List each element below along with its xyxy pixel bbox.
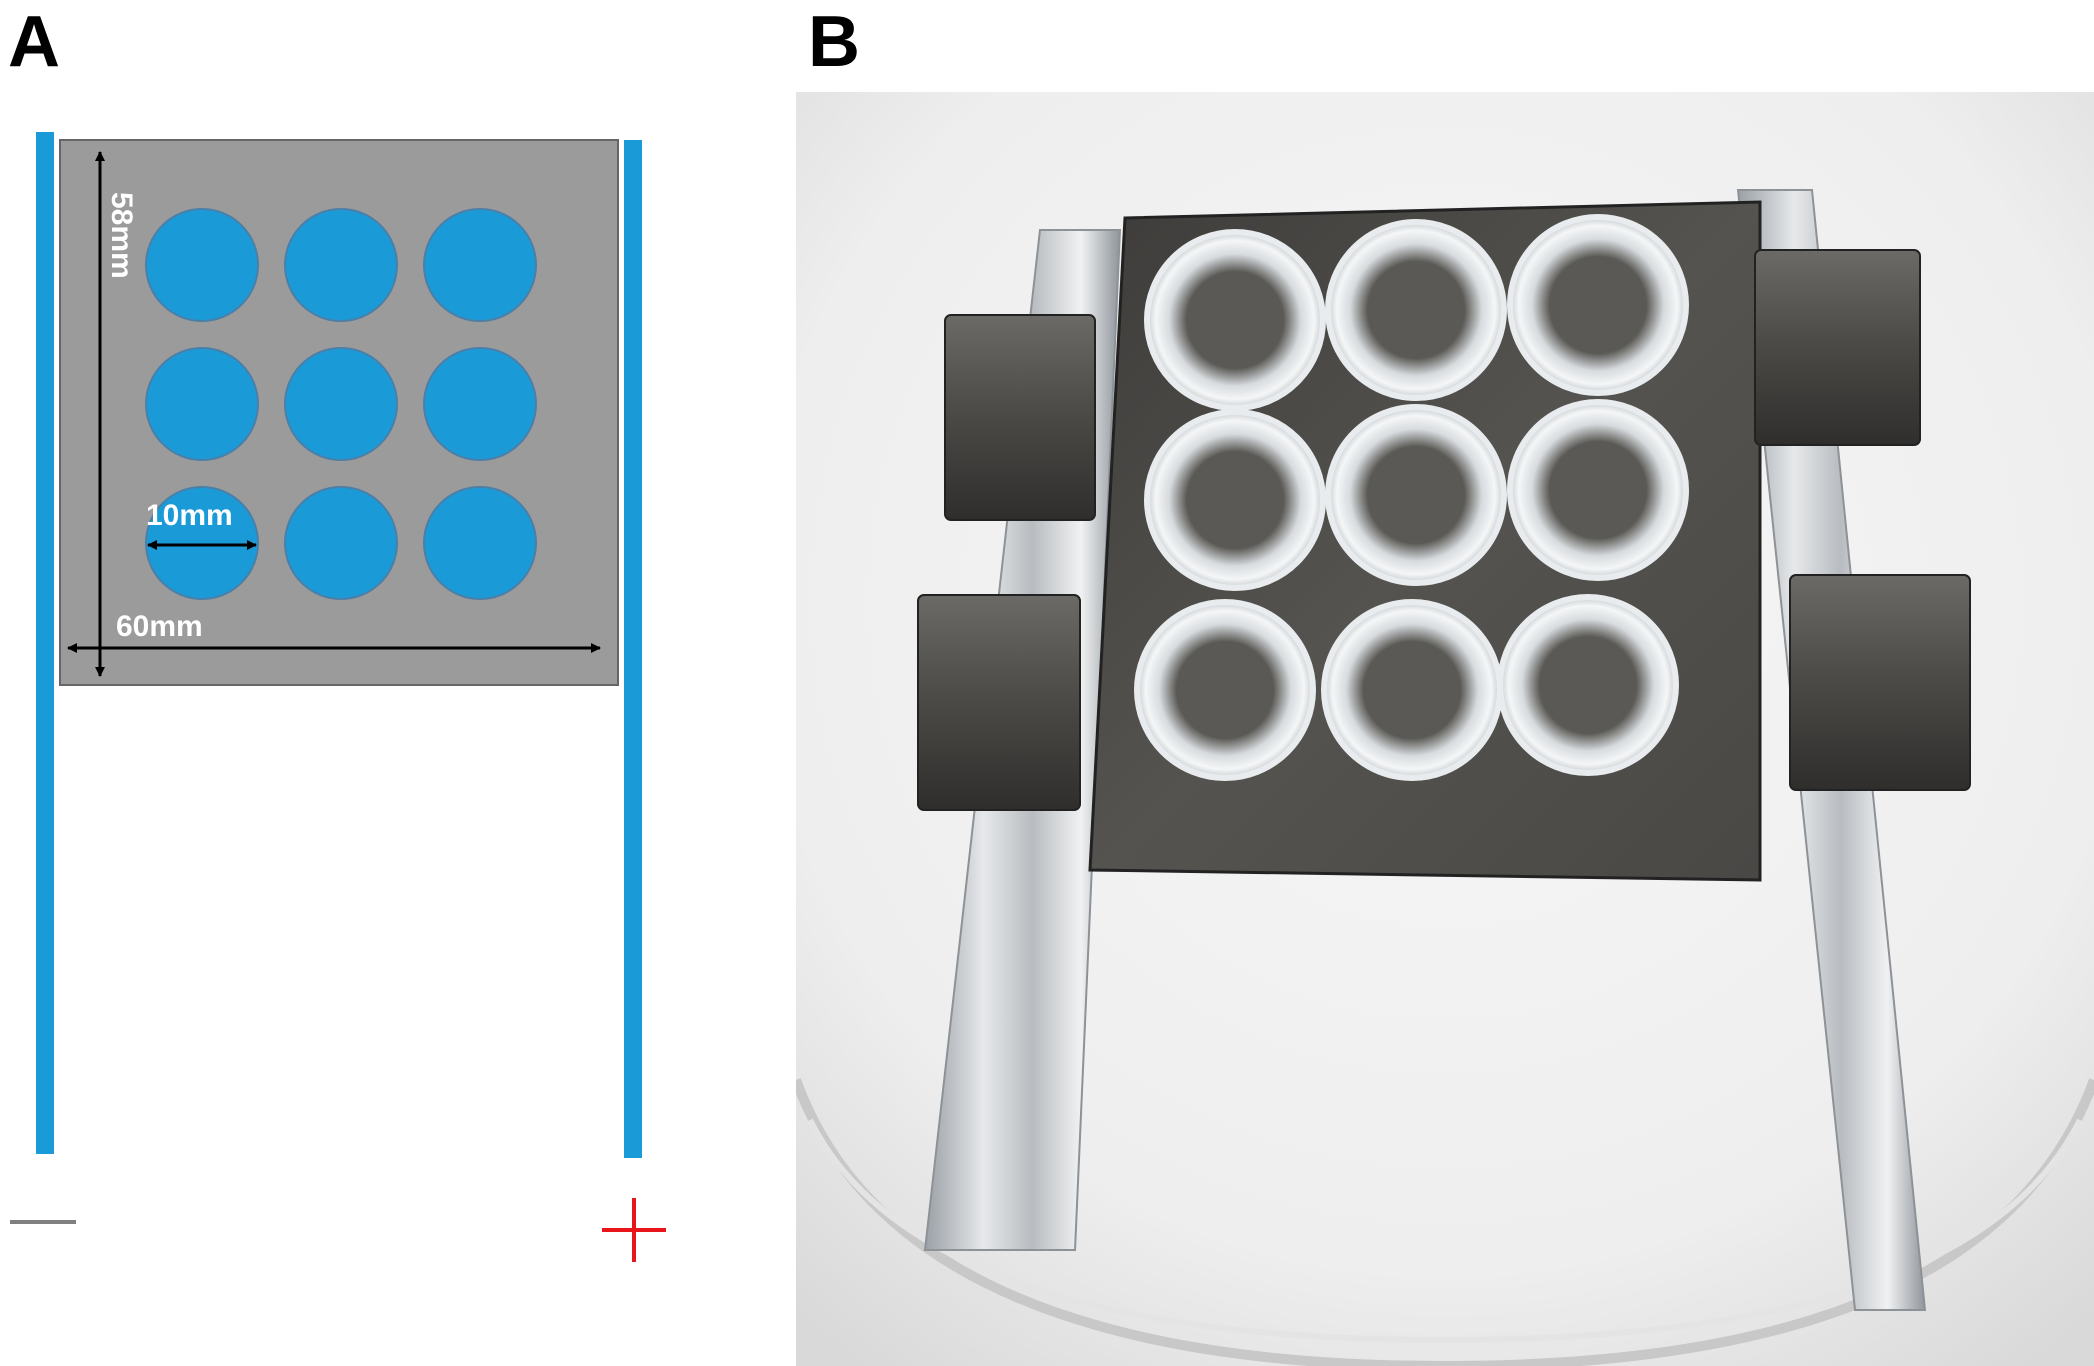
well-grid: [145, 208, 537, 600]
width-label: 60mm: [116, 610, 203, 643]
binder-clips: [917, 249, 1971, 811]
photo-well-3-2: [1321, 599, 1503, 781]
well-3-3: [423, 486, 537, 600]
clip-top-left: [944, 314, 1096, 521]
panel-label-a: A: [8, 2, 60, 82]
photo-well-1-1: [1144, 229, 1326, 411]
photo-well-1-2: [1325, 219, 1507, 401]
positive-electrode: [624, 140, 642, 1158]
well-2-3: [423, 347, 537, 461]
well-1-3: [423, 208, 537, 322]
photo-well-2-1: [1144, 409, 1326, 591]
panel-label-b: B: [808, 2, 860, 82]
photo-well-2-3: [1507, 399, 1689, 581]
photo-well-3-3: [1497, 594, 1679, 776]
clip-bottom-right: [1789, 574, 1971, 791]
petri-dish-rim: [796, 1078, 2094, 1366]
well-1-2: [284, 208, 398, 322]
clip-top-right: [1754, 249, 1921, 446]
clip-bottom-left: [917, 594, 1081, 811]
well-2-1: [145, 347, 259, 461]
well-3-2: [284, 486, 398, 600]
well-2-2: [284, 347, 398, 461]
photo-well-2-2: [1325, 404, 1507, 586]
well-diameter-label: 10mm: [146, 499, 233, 532]
photo-well-rings: [1134, 214, 1689, 781]
height-label: 58mm: [105, 192, 138, 279]
negative-electrode: [36, 132, 54, 1154]
well-1-1: [145, 208, 259, 322]
photo-well-3-1: [1134, 599, 1316, 781]
photo-well-1-3: [1507, 214, 1689, 396]
